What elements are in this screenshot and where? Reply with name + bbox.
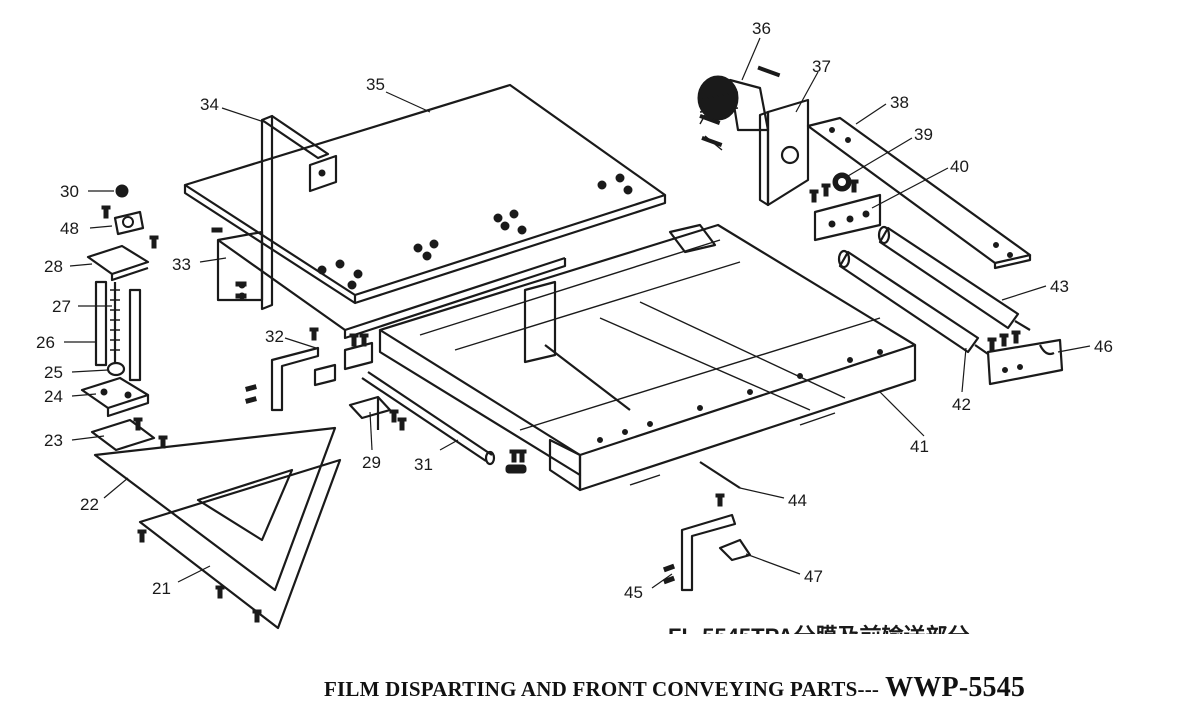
callout-48: 48 — [60, 219, 79, 238]
callout-40: 40 — [950, 157, 969, 176]
callout-33: 33 — [172, 255, 191, 274]
part-31-rod — [361, 371, 496, 466]
part-41-main-frame — [378, 223, 917, 492]
part-40-side-plate — [813, 193, 882, 242]
part-32-bracket — [270, 341, 374, 412]
part-45-bracket — [680, 513, 737, 592]
part-22-triangle-plate — [93, 426, 337, 592]
model-number: WWP-5545 — [885, 672, 1026, 703]
callout-42: 42 — [952, 395, 971, 414]
callout-39: 39 — [914, 125, 933, 144]
callout-27: 27 — [52, 297, 71, 316]
callout-31: 31 — [414, 455, 433, 474]
callout-34: 34 — [200, 95, 219, 114]
callout-43: 43 — [1050, 277, 1069, 296]
part-30-nut — [115, 184, 129, 198]
part-24-block — [80, 376, 150, 418]
callout-23: 23 — [44, 431, 63, 450]
part-38-long-plate — [806, 116, 1032, 270]
page-title: FILM DISPARTING AND FRONT CONVEYING PART… — [324, 672, 1025, 704]
callout-labels: 21 22 23 24 25 26 27 28 29 30 31 32 33 3… — [36, 19, 1113, 602]
leader-lines — [64, 37, 1091, 589]
callout-44: 44 — [788, 491, 807, 510]
title-text: FILM DISPARTING AND FRONT CONVEYING PART… — [324, 677, 880, 701]
callout-30: 30 — [60, 182, 79, 201]
callout-28: 28 — [44, 257, 63, 276]
callout-21: 21 — [152, 579, 171, 598]
callout-46: 46 — [1094, 337, 1113, 356]
part-43-roller — [877, 225, 1031, 331]
screws — [101, 65, 1021, 623]
part-42-roller — [837, 249, 989, 355]
part-23-plate — [90, 418, 156, 452]
callout-38: 38 — [890, 93, 909, 112]
part-21-triangle-plate — [138, 458, 342, 630]
part-28-top-plate — [86, 244, 150, 282]
part-34-post — [260, 114, 338, 311]
callout-24: 24 — [44, 387, 63, 406]
part-44-rod — [699, 461, 741, 489]
part-35-table-plate — [183, 83, 667, 305]
part-25-nut — [106, 361, 126, 377]
callout-47: 47 — [804, 567, 823, 586]
part-48-pillow-block — [113, 210, 145, 236]
callout-35: 35 — [366, 75, 385, 94]
callout-25: 25 — [44, 363, 63, 382]
callout-26: 26 — [36, 333, 55, 352]
part-26-guide-rods — [94, 280, 142, 382]
callout-32: 32 — [265, 327, 284, 346]
callout-29: 29 — [362, 453, 381, 472]
part-46-end-plate — [986, 338, 1064, 386]
callout-41: 41 — [910, 437, 929, 456]
part-47-clip — [718, 538, 752, 562]
exploded-parts-diagram: 21 22 23 24 25 26 27 28 29 30 31 32 33 3… — [36, 19, 1113, 649]
callout-36: 36 — [752, 19, 771, 38]
callout-37: 37 — [812, 57, 831, 76]
cut-off-chinese-caption: FL-5545TPA分膜及前输送部分 — [668, 624, 970, 649]
callout-45: 45 — [624, 583, 643, 602]
part-37-motor-plate — [758, 98, 810, 207]
callout-22: 22 — [80, 495, 99, 514]
part-27-lead-screw — [110, 282, 120, 362]
